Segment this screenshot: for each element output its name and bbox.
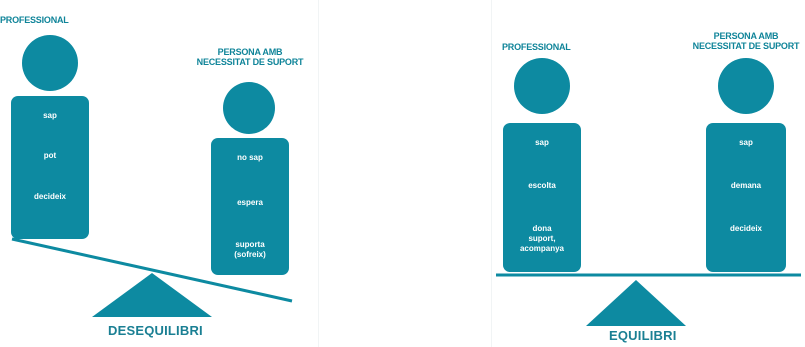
person-label-line2: NECESSITAT DE SUPORT xyxy=(692,41,800,51)
person-word-3: decideix xyxy=(729,224,762,233)
professional-head xyxy=(514,58,570,114)
professional-head xyxy=(22,35,78,91)
seesaw-fulcrum xyxy=(586,280,686,326)
professional-word-3c: acompanya xyxy=(519,244,565,253)
person-word-2: espera xyxy=(237,198,263,207)
person-head xyxy=(718,58,774,114)
person-label-line1: PERSONA AMB xyxy=(713,31,779,41)
person-word-1: no sap xyxy=(237,153,263,162)
professional-word-2: pot xyxy=(43,151,57,160)
person-label: PERSONA AMB NECESSITAT DE SUPORT xyxy=(180,47,320,67)
person-label: PERSONA AMB NECESSITAT DE SUPORT xyxy=(687,31,805,51)
seesaw-imbalance xyxy=(11,237,293,317)
professional-word-3b: suport, xyxy=(528,234,556,243)
professional-word-2: escolta xyxy=(528,181,556,190)
balance-caption: EQUILIBRI xyxy=(609,328,677,343)
professional-body: sap escolta dona suport, acompanya xyxy=(503,123,581,272)
professional-word-1: sap xyxy=(535,138,549,147)
person-body: no sap espera suporta (sofreix) xyxy=(211,138,289,275)
person-word-3a: suporta xyxy=(235,240,265,249)
person-word-3b: (sofreix) xyxy=(234,250,266,259)
imbalance-panel: PROFESSIONAL sap pot decideix PERSONA AM… xyxy=(0,0,318,347)
professional-body: sap pot decideix xyxy=(11,96,89,239)
seesaw-fulcrum xyxy=(92,273,212,317)
professional-word-3: decideix xyxy=(33,192,66,201)
person-label-line1: PERSONA AMB xyxy=(217,47,283,57)
imbalance-caption: DESEQUILIBRI xyxy=(108,323,203,338)
professional-word-3a: dona xyxy=(532,224,552,233)
person-label-line2: NECESSITAT DE SUPORT xyxy=(196,57,304,67)
panel-divider xyxy=(318,0,319,347)
professional-label: PROFESSIONAL xyxy=(502,42,571,52)
person-body: sap demana decideix xyxy=(706,123,786,272)
professional-label: PROFESSIONAL xyxy=(0,15,69,25)
person-word-2: demana xyxy=(730,181,762,190)
person-head xyxy=(223,82,275,134)
balance-panel: PROFESSIONAL sap escolta dona suport, ac… xyxy=(492,0,805,347)
seesaw-balance xyxy=(496,273,801,326)
professional-word-1: sap xyxy=(43,111,57,120)
panel-divider xyxy=(491,0,492,347)
person-word-1: sap xyxy=(739,138,753,147)
seesaw-beam xyxy=(11,237,293,303)
